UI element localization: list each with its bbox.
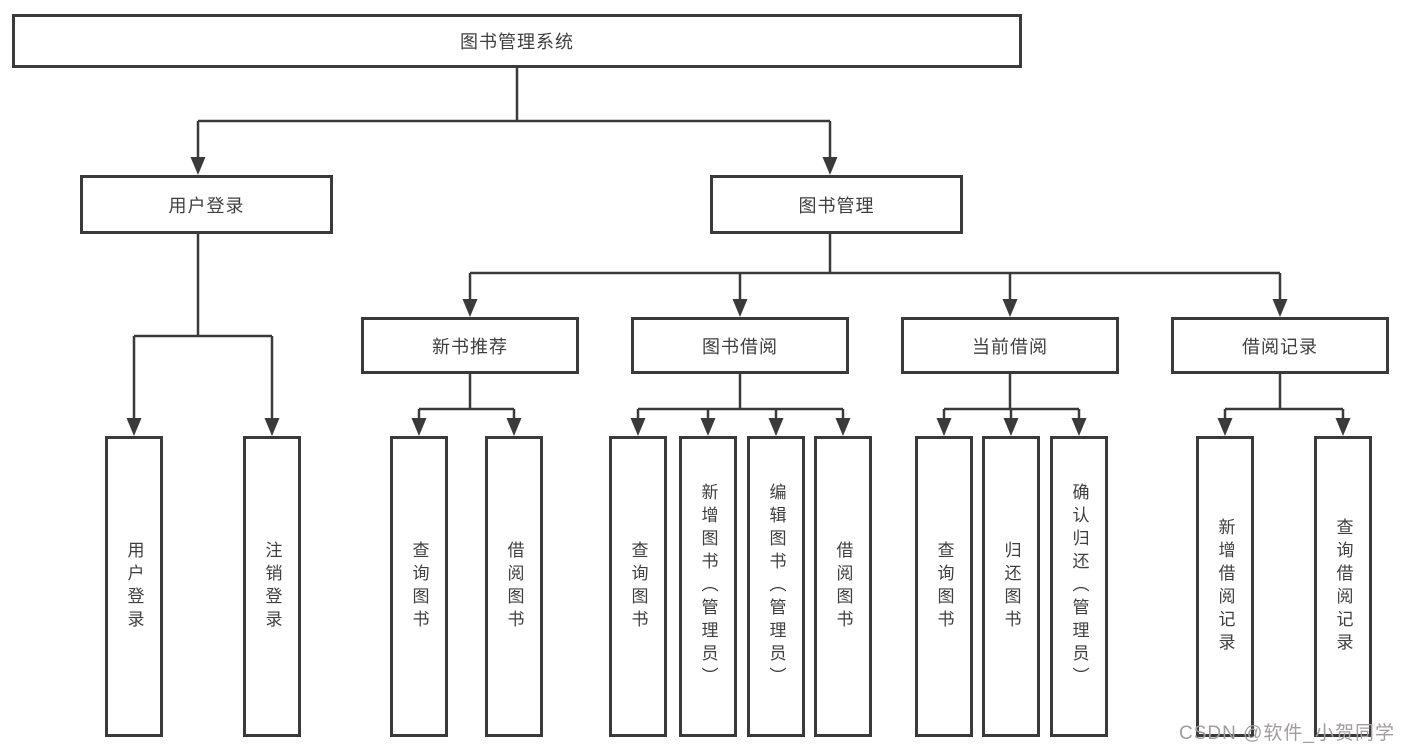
leaf-label: 新增借阅记录 <box>1215 517 1235 656</box>
leaf-edit-books-admin: 编辑图书（管理员） <box>747 436 805 737</box>
leaf-query-books-borrow: 查询图书 <box>609 436 667 737</box>
leaf-label: 查询图书 <box>409 540 429 633</box>
leaf-borrow-books-recommend: 借阅图书 <box>485 436 543 737</box>
connector-root-to-level2 <box>196 68 832 159</box>
node-new-book-recommend: 新书推荐 <box>361 317 579 374</box>
leaf-label: 借阅图书 <box>504 540 524 633</box>
node-library-system: 图书管理系统 <box>12 14 1022 68</box>
node-current-borrow: 当前借阅 <box>901 317 1119 374</box>
node-label: 当前借阅 <box>972 336 1048 357</box>
node-label: 图书借阅 <box>702 336 778 357</box>
node-label: 图书管理 <box>798 195 875 216</box>
node-label: 新书推荐 <box>432 336 508 357</box>
leaf-return-books: 归还图书 <box>982 436 1040 737</box>
leaf-query-books-recommend: 查询图书 <box>390 436 448 737</box>
leaf-query-borrow-record: 查询借阅记录 <box>1314 436 1372 737</box>
node-book-management: 图书管理 <box>710 175 963 234</box>
leaf-label: 查询图书 <box>934 540 954 633</box>
node-label: 借阅记录 <box>1242 336 1318 357</box>
leaf-label: 用户登录 <box>124 540 144 633</box>
leaf-logout: 注销登录 <box>243 436 301 737</box>
leaf-label: 查询借阅记录 <box>1333 517 1353 656</box>
connector-user-login-children <box>132 234 274 420</box>
leaf-label: 借阅图书 <box>833 540 853 633</box>
node-label: 图书管理系统 <box>460 32 574 52</box>
node-user-login: 用户登录 <box>80 175 333 234</box>
connector-borrow-record-children <box>1223 374 1345 420</box>
leaf-label: 归还图书 <box>1001 540 1021 633</box>
connector-book-borrow-children <box>636 374 845 420</box>
leaf-confirm-return-admin: 确认归还（管理员） <box>1050 436 1108 737</box>
connector-book-mgmt-to-level3 <box>468 234 1282 301</box>
leaf-label: 查询图书 <box>628 540 648 633</box>
leaf-add-borrow-record: 新增借阅记录 <box>1196 436 1254 737</box>
node-borrow-records: 借阅记录 <box>1171 317 1389 374</box>
leaf-label: 编辑图书（管理员） <box>766 483 786 690</box>
leaf-label: 新增图书（管理员） <box>698 483 718 690</box>
node-label: 用户登录 <box>168 195 245 216</box>
connector-new-book-children <box>417 374 516 420</box>
leaf-add-books-admin: 新增图书（管理员） <box>679 436 737 737</box>
connector-current-borrow-children <box>942 374 1081 420</box>
csdn-watermark: CSDN @软件_小贺同学 <box>1179 723 1395 744</box>
leaf-label: 注销登录 <box>262 540 282 633</box>
node-book-borrow: 图书借阅 <box>631 317 849 374</box>
leaf-user-login: 用户登录 <box>105 436 163 737</box>
leaf-query-books-current: 查询图书 <box>915 436 973 737</box>
leaf-borrow-books: 借阅图书 <box>814 436 872 737</box>
leaf-label: 确认归还（管理员） <box>1069 483 1089 690</box>
arrowheads <box>126 157 1351 436</box>
